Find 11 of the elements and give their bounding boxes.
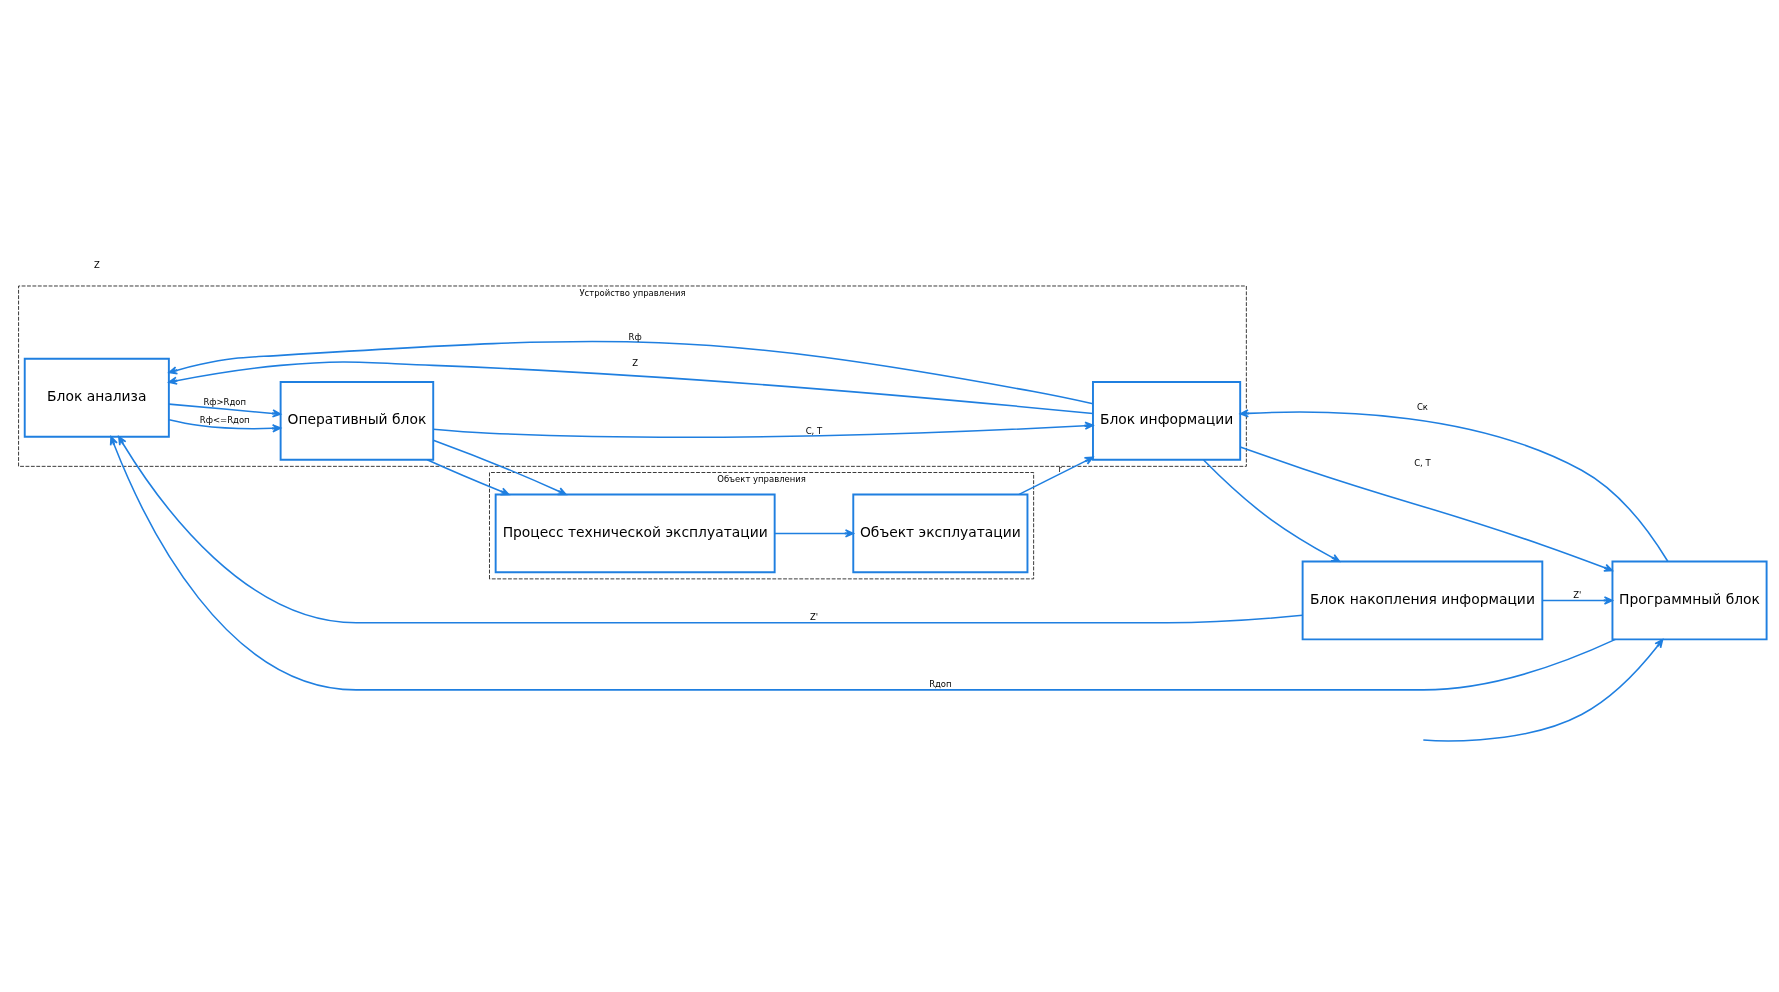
edge-label: С, Т — [1414, 457, 1431, 468]
label: Z — [93, 259, 100, 270]
edge-label: Rф — [628, 331, 642, 342]
edge-label: Z' — [1573, 589, 1582, 600]
edge-label: Ск — [1416, 401, 1428, 412]
edge-label: Z' — [809, 611, 819, 622]
edge-label: С, Т — [805, 425, 823, 436]
edge-label: Rдоп — [929, 678, 952, 689]
edge-label: Rф<=Rдоп — [199, 414, 250, 425]
edge-label: Rф>Rдоп — [203, 396, 247, 407]
edge-label: Z — [632, 357, 639, 368]
